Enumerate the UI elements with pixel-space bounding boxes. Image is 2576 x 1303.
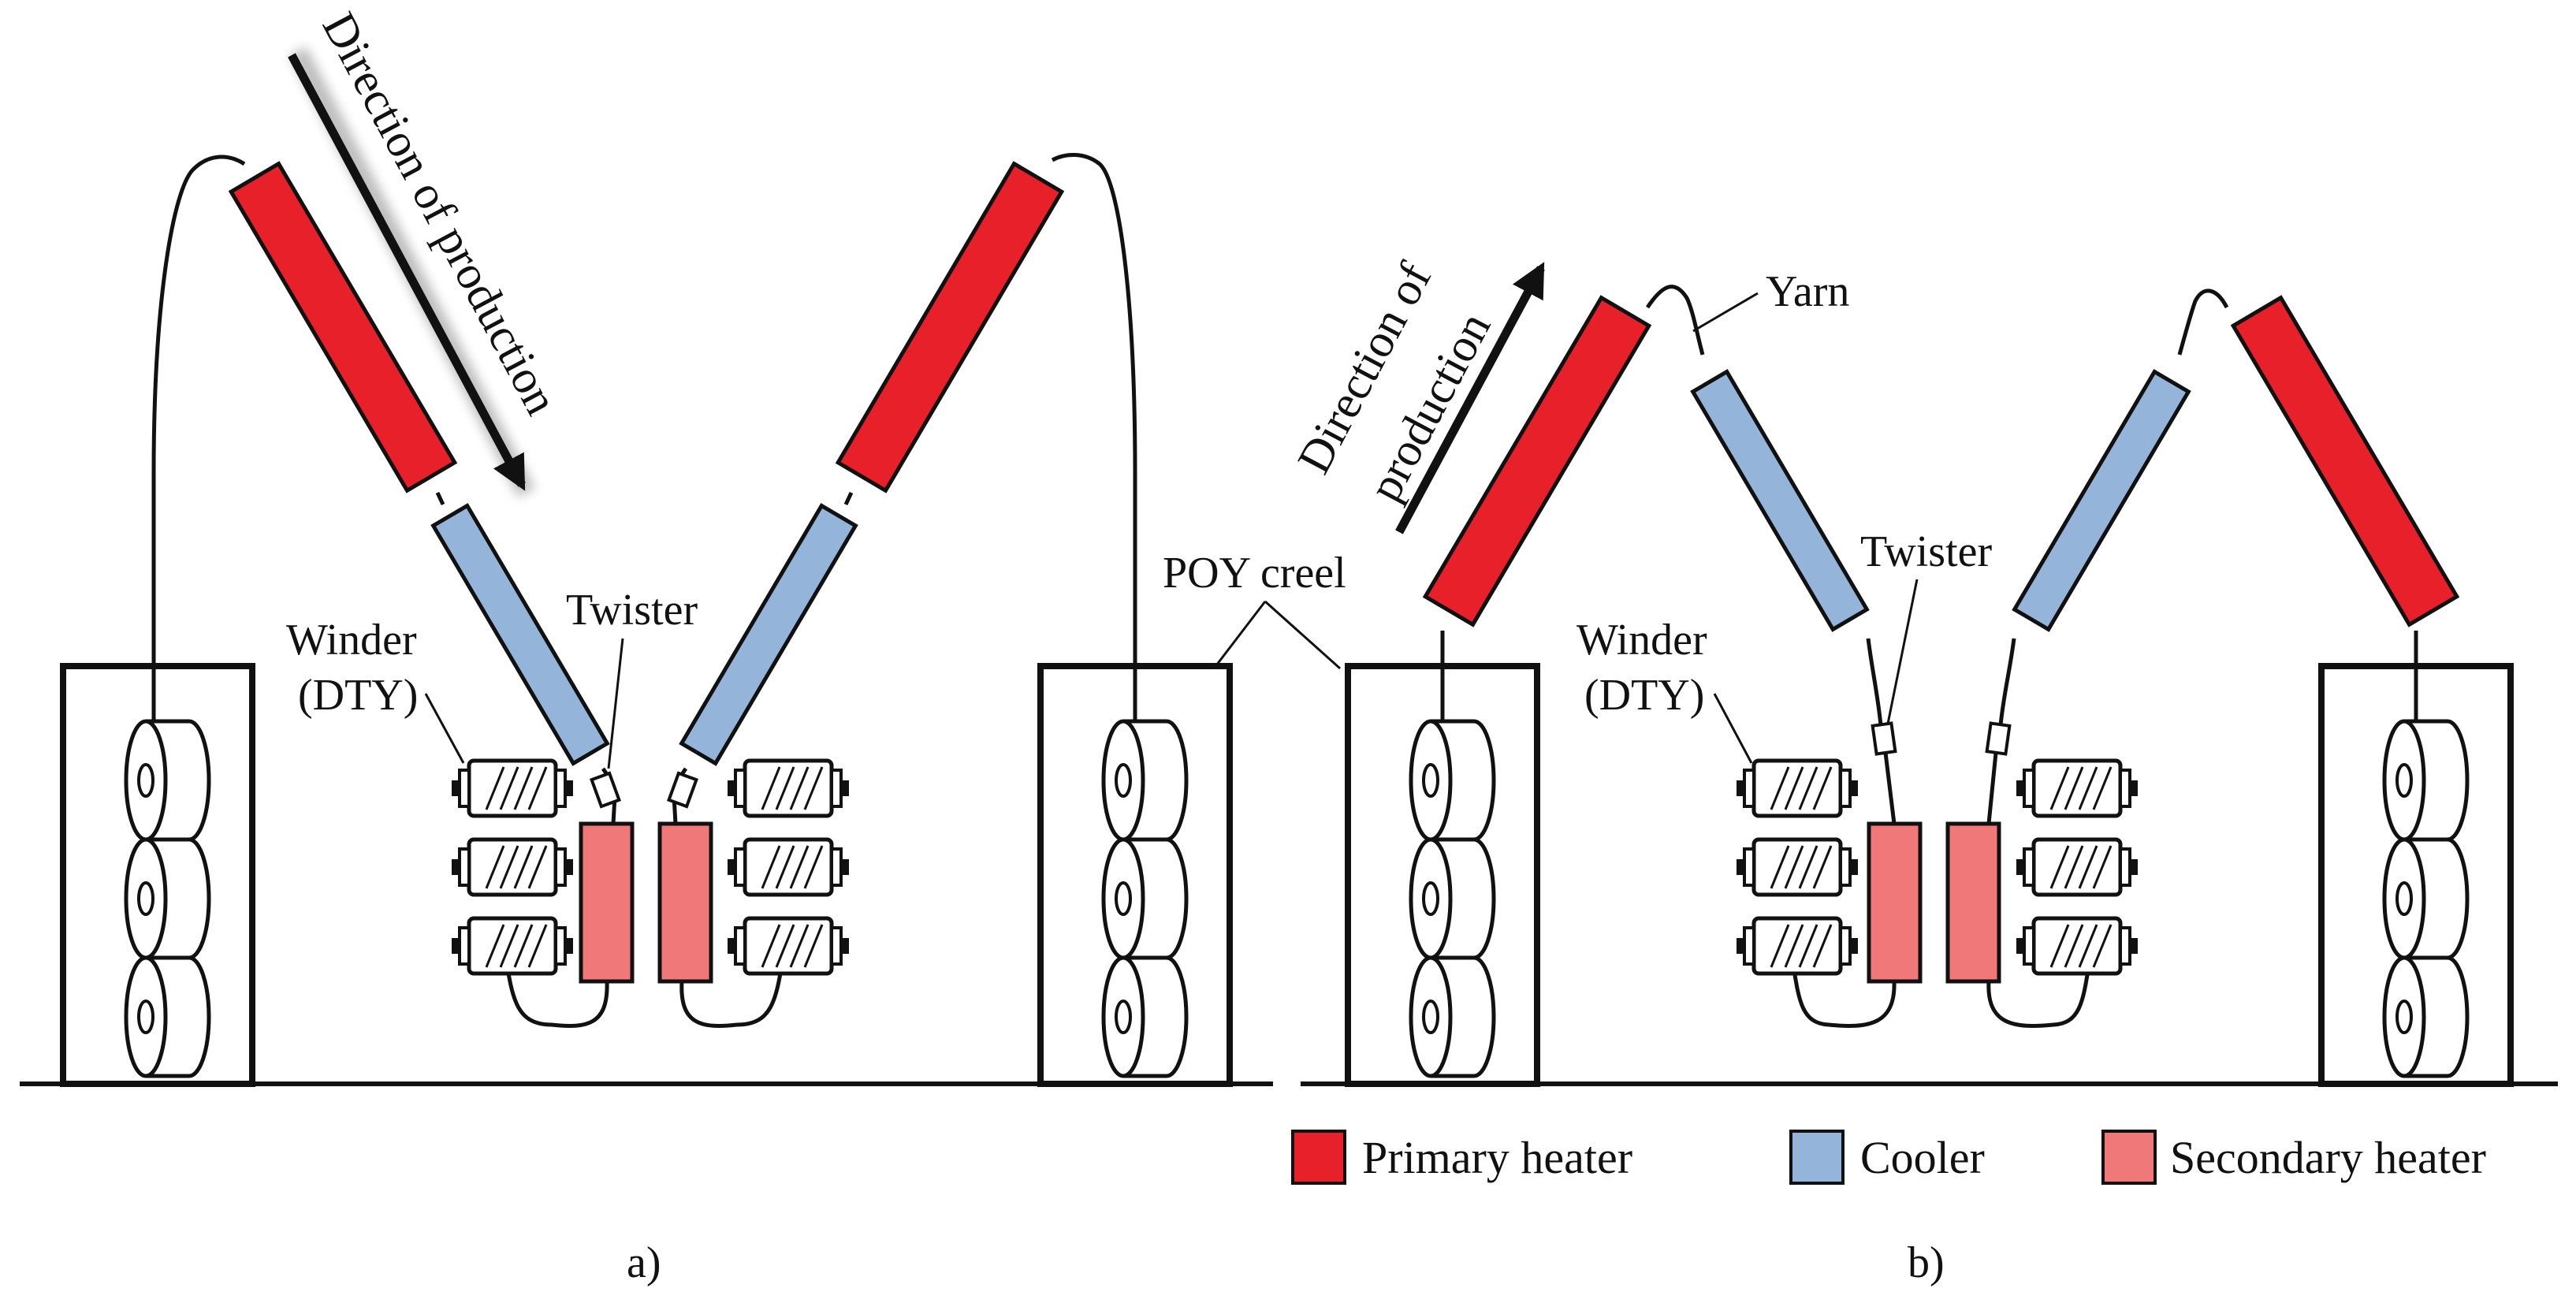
winder-unit (728, 837, 849, 897)
twister-left-a (590, 771, 621, 809)
legend-swatch-secondary-heater (2101, 1130, 2157, 1185)
winder-leader-b (1713, 693, 1753, 764)
bobbin (1101, 837, 1189, 960)
winder-unit (452, 837, 573, 897)
winder-label-b-line2: (DTY) (1584, 671, 1704, 720)
caption-a: a) (627, 1238, 661, 1287)
bobbin (124, 955, 211, 1078)
poy-bobbins-left-a (124, 719, 211, 1078)
cooler-left-b (1690, 369, 1870, 632)
winder-unit (2016, 837, 2138, 897)
poy-creel-leader-a (1212, 601, 1267, 669)
cooler-right-a (679, 503, 858, 766)
winder-leader-a (424, 693, 465, 764)
bobbin (1101, 719, 1189, 842)
primary-heater-right-b (2230, 295, 2460, 627)
bobbin (1409, 955, 1496, 1078)
legend-swatch-primary-heater (1291, 1130, 1346, 1185)
poy-creel-label: POY creel (1163, 549, 1346, 598)
winder-unit (728, 916, 849, 976)
bobbin (1101, 955, 1189, 1078)
winder-units-right-a (728, 758, 849, 976)
twister-label-b: Twister (1860, 527, 1993, 576)
yarn-leader (1692, 292, 1759, 333)
bobbin (124, 719, 211, 842)
direction-arrow-b (1395, 262, 1545, 534)
winder-label-b-line1: Winder (1576, 616, 1707, 665)
legend: Primary heater Cooler Secondary heater (1291, 1130, 2486, 1185)
poy-creel-leader-b (1264, 600, 1342, 670)
yarn-path-a (151, 153, 1137, 1028)
bobbin (1409, 719, 1496, 842)
panel-a: Direction of production Twister Winder (… (20, 4, 1346, 1287)
winder-unit (1737, 837, 1858, 897)
cooler-left-a (430, 503, 610, 766)
legend-swatch-cooler (1789, 1130, 1845, 1185)
secondary-heater-right-b (1945, 821, 2001, 984)
primary-heater-right-a (835, 161, 1065, 493)
direction-arrow-a (288, 47, 535, 497)
legend-label-cooler: Cooler (1860, 1132, 1985, 1183)
winder-unit (2016, 916, 2138, 976)
bobbin (1409, 837, 1496, 960)
winder-unit (452, 916, 573, 976)
twister-right-a (667, 771, 698, 809)
bobbin (2382, 955, 2470, 1078)
winder-unit (452, 758, 573, 818)
yarn-label: Yarn (1766, 267, 1849, 316)
bobbin (124, 837, 211, 960)
poy-creel-left-a (60, 663, 255, 1087)
winder-units-left-b (1737, 758, 1858, 976)
twister-leader-b (1886, 579, 1919, 724)
winder-unit (1737, 916, 1858, 976)
poy-bobbins-right-a (1101, 719, 1189, 1078)
bobbin (2382, 719, 2470, 842)
twister-leader-a (607, 638, 624, 769)
twister-left-b (1871, 721, 1897, 756)
winder-unit (1737, 758, 1858, 818)
twister-label-a: Twister (566, 586, 698, 635)
twister-right-b (1985, 721, 2012, 756)
primary-heater-left-a (228, 161, 458, 493)
winder-label-a-line1: Winder (286, 616, 417, 665)
legend-label-secondary-heater: Secondary heater (2170, 1132, 2486, 1183)
yarn-path-b (1440, 285, 2418, 1028)
bobbin (2382, 837, 2470, 960)
secondary-heater-left-a (579, 821, 635, 984)
winder-label-a-line2: (DTY) (298, 671, 418, 720)
poy-bobbins-left-b (1409, 719, 1496, 1078)
caption-b: b) (1908, 1238, 1945, 1287)
winder-units-right-b (2016, 758, 2138, 976)
winder-unit (728, 758, 849, 818)
winder-units-left-a (452, 758, 573, 976)
secondary-heater-right-a (657, 821, 713, 984)
cooler-right-b (2012, 369, 2191, 632)
legend-label-primary-heater: Primary heater (1362, 1132, 1632, 1183)
primary-heater-left-b (1422, 295, 1652, 627)
winder-unit (2016, 758, 2138, 818)
poy-bobbins-right-b (2382, 719, 2470, 1078)
secondary-heater-left-b (1867, 821, 1923, 984)
